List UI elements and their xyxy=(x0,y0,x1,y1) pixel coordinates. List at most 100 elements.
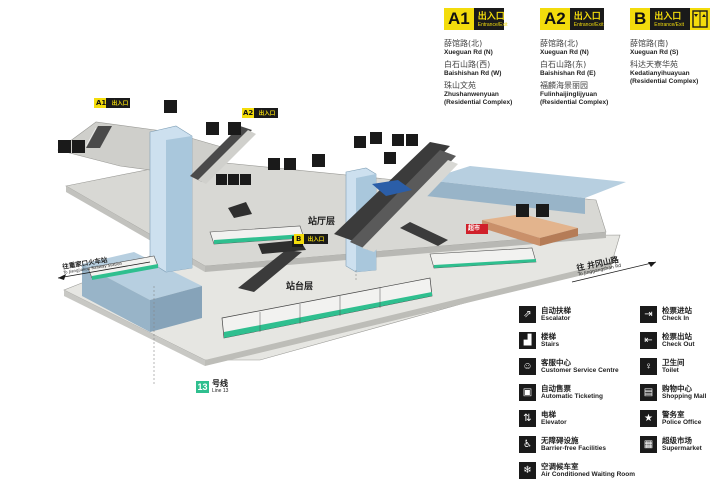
escalator-platform xyxy=(238,222,448,292)
exit-b-dest-en: Xueguan Rd (S) xyxy=(630,49,679,56)
exit-a1-badge: A1 出入口 Entrance/Exit xyxy=(444,8,507,30)
legend-label-cn: 警务室 xyxy=(662,410,685,419)
exit-a2-dest-en: Xueguan Rd (N) xyxy=(540,49,589,56)
exit-a1-en: Entrance/Exit xyxy=(477,21,508,28)
shop-tag-text: 超市 xyxy=(468,225,481,232)
accessibility-icon: ♿ xyxy=(519,436,536,453)
line-badge: 13 号线 Line 13 xyxy=(196,379,228,394)
legend-label-cn: 自动扶梯 xyxy=(541,306,571,315)
supermarket-block xyxy=(482,214,578,238)
elevator-icon xyxy=(164,100,177,113)
toilet-icon xyxy=(536,204,549,217)
ticketing-icon xyxy=(58,140,71,153)
exit-a2-cn: 出入口 xyxy=(573,11,601,22)
hall-level-label: 站厅层 xyxy=(308,217,336,227)
legend-label-cn: 检票进站 xyxy=(662,306,692,315)
ticketing-icon: ▣ xyxy=(519,384,536,401)
exit-b-en: Entrance/Exit xyxy=(654,21,685,28)
elevator-icon: ⇅ xyxy=(519,410,536,427)
police-icon: ★ xyxy=(640,410,657,427)
supermarket-block-side xyxy=(540,228,578,246)
exit-a1-dest-en: Xueguan Rd (N) xyxy=(444,49,493,56)
exit-tag-a1-text: A1 出入口 xyxy=(96,99,129,107)
legend-label-en: Automatic Ticketing xyxy=(541,393,604,400)
shopping-mall-icon: ▤ xyxy=(640,384,657,401)
toilet-icon: ♀ xyxy=(640,358,657,375)
legend-label-en: Barrier-free Facilities xyxy=(541,445,607,452)
exit-a1-dest-en: Baishishan Rd (W) xyxy=(444,70,502,77)
legend-label-cn: 自动售票 xyxy=(541,384,571,393)
line-label-cn: 号线 xyxy=(212,379,228,388)
elevator-icon xyxy=(354,136,366,148)
check-out-icon xyxy=(228,174,239,185)
platform-level-label: 站台层 xyxy=(286,282,314,292)
exit-a1-dest-cn: 薛馆路(北) xyxy=(444,39,483,48)
check-in-icon xyxy=(216,174,227,185)
legend-label-cn: 卫生间 xyxy=(662,358,685,367)
escalator-icon xyxy=(206,122,219,135)
exit-a2-badge: A2 出入口 Entrance/Exit xyxy=(540,8,604,30)
train-hall-level xyxy=(209,225,305,245)
escalator-a2 xyxy=(190,126,256,184)
legend-label-cn: 检票出站 xyxy=(662,332,692,341)
left-direction-arrow xyxy=(57,261,151,279)
shopping-mall-icon xyxy=(312,154,325,167)
exit-b-badge: B 出入口 Entrance/Exit xyxy=(630,8,711,30)
escalator-icon xyxy=(284,158,296,170)
exit-a2-dest-cn: 薛馆路(北) xyxy=(540,39,579,48)
exit-a1-dest-cn: 白石山路(西) xyxy=(444,60,491,69)
exit-b-dest-cn: 薛馆路(南) xyxy=(630,39,669,48)
exit-a2-panel: A2 出入口 Entrance/Exit 薛馆路(北)Xueguan Rd (N… xyxy=(540,8,608,110)
column-left-face xyxy=(166,136,192,272)
escalator-icon xyxy=(392,134,404,146)
supermarket-block-front xyxy=(482,220,540,246)
platform-floor-edge xyxy=(64,290,205,366)
police-icon xyxy=(384,152,396,164)
legend-label-cn: 购物中心 xyxy=(662,384,692,393)
legend-label-en: Stairs xyxy=(541,341,560,348)
legend-label-en: Supermarket xyxy=(662,445,702,452)
exit-a1-cn: 出入口 xyxy=(477,11,505,22)
legend-label-cn: 电梯 xyxy=(541,410,556,419)
legend-label-cn: 超级市场 xyxy=(662,436,692,445)
exit-a1-dest-cn: 珠山文苑 xyxy=(444,81,476,90)
line-label-en: Line 13 xyxy=(212,388,229,394)
waiting-room-icon: ❄ xyxy=(519,462,536,479)
waiting-room-grid xyxy=(372,180,412,196)
legend-label-en: Escalator xyxy=(541,315,571,322)
exit-tag-b-diagram xyxy=(294,234,328,244)
exit-a2-dest-en: Baishishan Rd (E) xyxy=(540,70,596,77)
hall-floor-edge-front xyxy=(205,232,606,272)
block-left-front xyxy=(82,264,150,332)
exit-b-cn: 出入口 xyxy=(654,11,682,22)
legend-label-cn: 无障碍设施 xyxy=(541,436,579,445)
exit-a1-id: A1 xyxy=(444,8,474,30)
legend-label-en: Check In xyxy=(662,315,690,322)
legend-label-en: Toilet xyxy=(662,367,679,374)
exit-a2-id: A2 xyxy=(540,8,570,30)
exit-a2-en: Entrance/Exit xyxy=(573,21,604,28)
exit-a2-dest-en: (Residential Complex) xyxy=(540,99,609,106)
waiting-room-icon xyxy=(370,132,382,144)
exit-a1-dest-en: (Residential Complex) xyxy=(444,99,513,106)
exit-a2-dest-en: Fulinhaijinglijyuan xyxy=(540,91,598,98)
police-icon xyxy=(406,134,418,146)
stairs-icon xyxy=(72,140,85,153)
exit-b-dest-cn: 科达天寮华苑 xyxy=(630,60,678,69)
shop-tag xyxy=(466,224,488,234)
accessibility-icon xyxy=(516,204,529,217)
legend-label-en: Police Office xyxy=(662,419,702,426)
customer-service-icon: ☺ xyxy=(519,358,536,375)
legend-label-en: Air Conditioned Waiting Room xyxy=(541,471,635,478)
elevator-icon xyxy=(688,8,711,30)
supermarket-icon: ▦ xyxy=(640,436,657,453)
stairs-icon: ▟ xyxy=(519,332,536,349)
